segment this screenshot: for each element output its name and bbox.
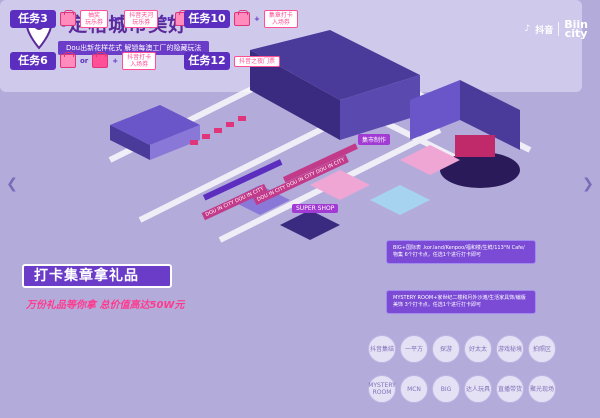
brand-name: 抖音 [535,25,554,36]
gift-box-icon [60,52,76,68]
chevron-left-icon[interactable]: ❮ [6,176,18,192]
city-logo-bottom: city [564,27,588,40]
reward-chip: 抽奖 玩乐券 [80,10,109,28]
reward-chip: 抖音打卡 入场券 [122,52,157,70]
stamp-circle[interactable]: 聚光现场 [528,375,556,403]
stage-area [440,135,520,188]
shop-label[interactable]: SUPER SHOP [292,204,339,213]
connector: or [112,15,121,23]
stamp-circle[interactable]: 达人玩具 [464,375,492,403]
logo-divider [558,22,560,36]
main-building [250,30,420,140]
city-logo-top: Biin [564,18,588,31]
stamp-circle[interactable]: MCN [400,375,428,403]
chevron-right-icon[interactable]: ❯ [582,176,594,192]
stamp-circle[interactable]: 抖音集结 [368,335,396,363]
stamp-circle[interactable]: BIG [432,375,460,403]
cars [190,116,246,145]
task-row: 任务3 抽奖 玩乐券 or 抖音天河 玩乐券 or [10,10,191,28]
reward-chip: 集章打卡 入场券 [263,10,298,28]
reward-chip: 抖音之夜门票 [234,55,281,67]
stamp-circle[interactable]: 游戏秘境 [496,335,524,363]
shop-label[interactable]: 集市制作 [358,134,391,145]
stamp-circle[interactable]: 好太太 [464,335,492,363]
task-label[interactable]: 任务10 [184,10,230,28]
gift-box-icon [234,10,250,26]
connector: + [254,15,260,23]
reward-chip: 抖音天河 玩乐券 [124,10,159,28]
task-row: 任务12 抖音之夜门票 [184,52,281,70]
stamp-circle[interactable]: MYSTERY ROOM [368,375,396,403]
stamp-circle[interactable]: 探游 [432,335,460,363]
connector: or [80,57,89,65]
city-logo: Biin city [564,18,588,40]
connector: or [162,15,171,23]
stamp-circles: 抖音集结 一平方 探游 好太太 游戏秘境 拍照区 MYSTERY ROOM MC… [368,335,558,403]
stamp-circle[interactable]: 直播带货 [496,375,524,403]
stamp-circle[interactable]: 拍照区 [528,335,556,363]
info-box-1: BIG+国际表 .kor.land/Kenpoo/福和楼/生鲜/113°N Ca… [386,240,536,264]
info-box-2: MYSTERY ROOM+家世纪二楼和月外沙滩/生活家具饰/编版美饰 3个打卡点… [386,290,536,314]
task-label[interactable]: 任务3 [10,10,56,28]
banner-subtitle: 万份礼品等你拿 总价值高达50W元 [26,300,185,311]
right-building [410,80,520,150]
task-row: 任务10 + 集章打卡 入场券 [184,10,298,28]
tiktok-icon: ♪ [524,24,531,34]
task-label[interactable]: 任务6 [10,52,56,70]
brand-logo: ♪ 抖音 Biin city [524,18,588,40]
connector: + [112,57,119,65]
left-building [110,105,200,160]
stamp-banner: 打卡集章拿礼品 [22,264,172,288]
red-envelope-icon [92,52,109,68]
gift-box-icon [60,10,76,26]
task-label[interactable]: 任务12 [184,52,230,70]
page-subtitle: Dou出新花样花式 解锁每澳工厂的隐藏玩法 [58,41,210,55]
task-row: 任务6 or + 抖音打卡 入场券 [10,52,157,70]
stamp-circle[interactable]: 一平方 [400,335,428,363]
city-map-illustration [108,30,532,243]
